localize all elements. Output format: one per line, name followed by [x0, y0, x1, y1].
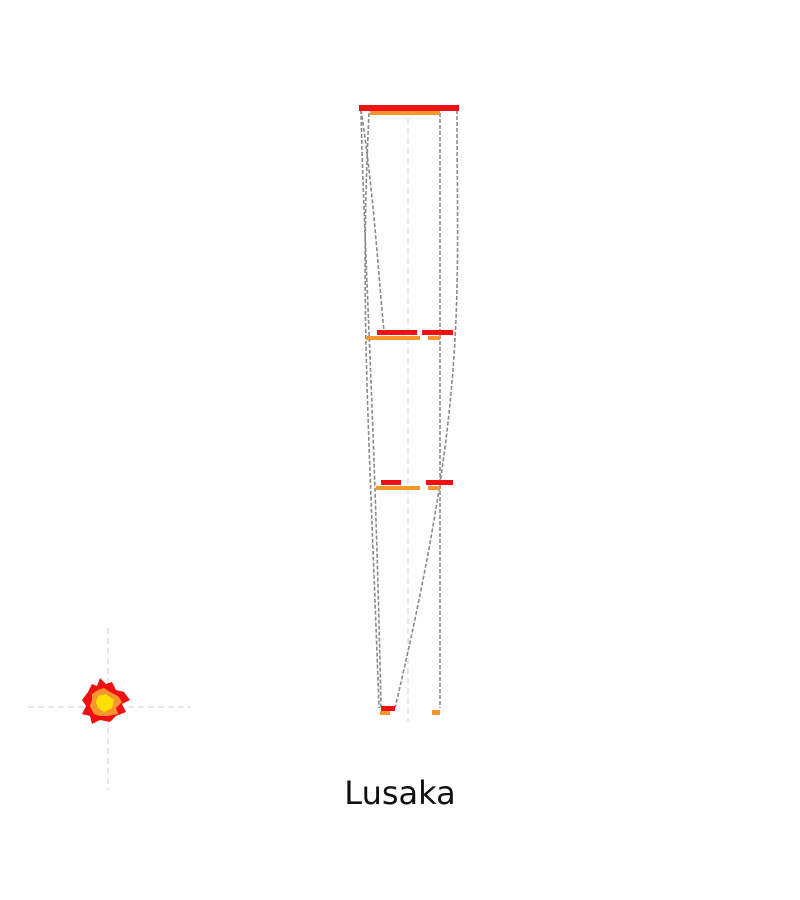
- bar-level-3-bottom-a: [376, 486, 420, 490]
- location-label: Lusaka: [344, 774, 456, 812]
- bar-level-2-top-a: [377, 330, 417, 335]
- bar-level-3-top-b: [426, 480, 453, 485]
- bar-level-3-top-a: [381, 480, 401, 485]
- level-bars: [359, 105, 459, 715]
- bar-level-1-top: [359, 105, 459, 111]
- bar-level-4-top: [381, 706, 395, 711]
- flame-core: [96, 694, 114, 712]
- connector-crossing: [360, 109, 386, 341]
- connector-lines: [360, 109, 459, 709]
- flame-marker-icon: [82, 678, 130, 724]
- bar-level-2-bottom-a: [366, 336, 420, 340]
- guide-lines: [28, 118, 409, 790]
- bar-level-2-top-b: [422, 330, 453, 335]
- connector-left-inner: [364, 112, 380, 709]
- bar-level-1-bottom: [370, 111, 440, 115]
- connector-left-outer: [360, 109, 382, 709]
- bar-level-2-bottom-b: [428, 336, 440, 340]
- bar-level-4-bottom-b: [432, 710, 440, 715]
- bar-level-3-bottom-b: [428, 486, 440, 490]
- connector-right-outer: [394, 109, 459, 709]
- bar-level-4-bottom-a: [380, 711, 390, 715]
